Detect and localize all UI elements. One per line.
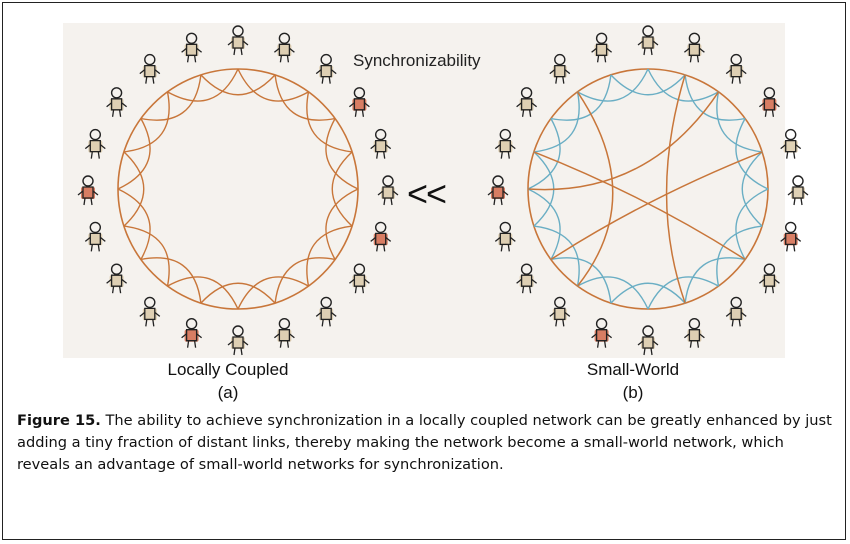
person-icon: [591, 318, 613, 348]
ring-link: [117, 68, 359, 310]
person-icon: [84, 128, 106, 159]
person-icon: [787, 175, 809, 206]
local-link: [274, 74, 336, 121]
local-link: [577, 276, 649, 310]
person-icon: [227, 325, 249, 356]
small-world-network: [487, 25, 809, 356]
shortcut-link: [527, 91, 720, 191]
local-link: [117, 118, 151, 190]
shortcut-link: [550, 151, 763, 261]
person-icon: [273, 318, 295, 348]
person-icon: [683, 318, 705, 348]
local-link: [716, 91, 763, 153]
person-icon: [139, 296, 161, 327]
caption-text: The ability to achieve synchronization i…: [17, 412, 832, 473]
local-link: [306, 91, 353, 153]
person-icon: [370, 221, 392, 252]
local-link: [533, 225, 580, 287]
person-icon: [370, 128, 392, 159]
person-icon: [315, 53, 337, 84]
panel-b-tag: (b): [622, 383, 644, 402]
local-link: [123, 151, 145, 227]
shortcut-link: [665, 74, 686, 304]
person-icon: [637, 25, 659, 56]
local-link: [117, 188, 151, 260]
shortcut-link: [576, 91, 614, 287]
person-icon: [106, 263, 128, 294]
person-icon: [348, 87, 370, 117]
local-link: [167, 276, 239, 310]
local-link: [200, 282, 276, 304]
person-icon: [591, 32, 613, 63]
person-icon: [181, 318, 203, 348]
locally-coupled-network: [77, 25, 399, 356]
local-link: [735, 188, 769, 260]
local-link: [735, 118, 769, 190]
person-icon: [758, 87, 780, 117]
local-link: [306, 225, 353, 287]
person-icon: [487, 175, 509, 206]
local-link: [610, 282, 686, 304]
local-link: [140, 74, 202, 121]
person-icon: [780, 128, 802, 159]
local-link: [610, 74, 686, 96]
local-link: [325, 118, 359, 190]
person-icon: [377, 175, 399, 206]
local-link: [237, 68, 309, 102]
person-icon: [494, 128, 516, 159]
person-icon: [549, 53, 571, 84]
person-icon: [516, 263, 538, 294]
person-icon: [273, 32, 295, 63]
local-link: [237, 276, 309, 310]
local-link: [741, 151, 763, 227]
person-icon: [780, 221, 802, 252]
local-link: [533, 91, 580, 153]
figure-caption: Figure 15. The ability to achieve synchr…: [17, 410, 837, 476]
local-link: [684, 257, 746, 304]
shortcut-link: [533, 151, 746, 261]
local-link: [140, 257, 202, 304]
local-link: [200, 74, 276, 96]
person-icon: [758, 263, 780, 294]
local-link: [647, 68, 719, 102]
synchronizability-label: Synchronizability: [353, 51, 481, 70]
panel-a-tag: (a): [217, 383, 239, 402]
local-link: [577, 68, 649, 102]
figure-illustration: [63, 23, 785, 358]
person-icon: [106, 87, 128, 117]
much-less-than-symbol: <<: [407, 173, 447, 214]
person-icon: [683, 32, 705, 63]
person-icon: [725, 53, 747, 84]
person-icon: [516, 87, 538, 117]
local-link: [527, 118, 561, 190]
local-link: [325, 188, 359, 260]
person-icon: [348, 263, 370, 294]
person-icon: [549, 296, 571, 327]
local-link: [527, 188, 561, 260]
person-icon: [227, 25, 249, 56]
local-link: [123, 91, 170, 153]
person-icon: [315, 296, 337, 327]
person-icon: [637, 325, 659, 356]
panel-b-title: Small-World: [586, 360, 680, 379]
local-link: [550, 74, 612, 121]
local-link: [331, 151, 353, 227]
panel-a-title: Locally Coupled: [167, 360, 289, 379]
local-link: [167, 68, 239, 102]
local-link: [716, 225, 763, 287]
person-icon: [77, 175, 99, 206]
local-link: [274, 257, 336, 304]
person-icon: [139, 53, 161, 84]
figure-number: Figure 15.: [17, 412, 101, 429]
local-link: [123, 225, 170, 287]
person-icon: [181, 32, 203, 63]
person-icon: [84, 221, 106, 252]
person-icon: [494, 221, 516, 252]
person-icon: [725, 296, 747, 327]
